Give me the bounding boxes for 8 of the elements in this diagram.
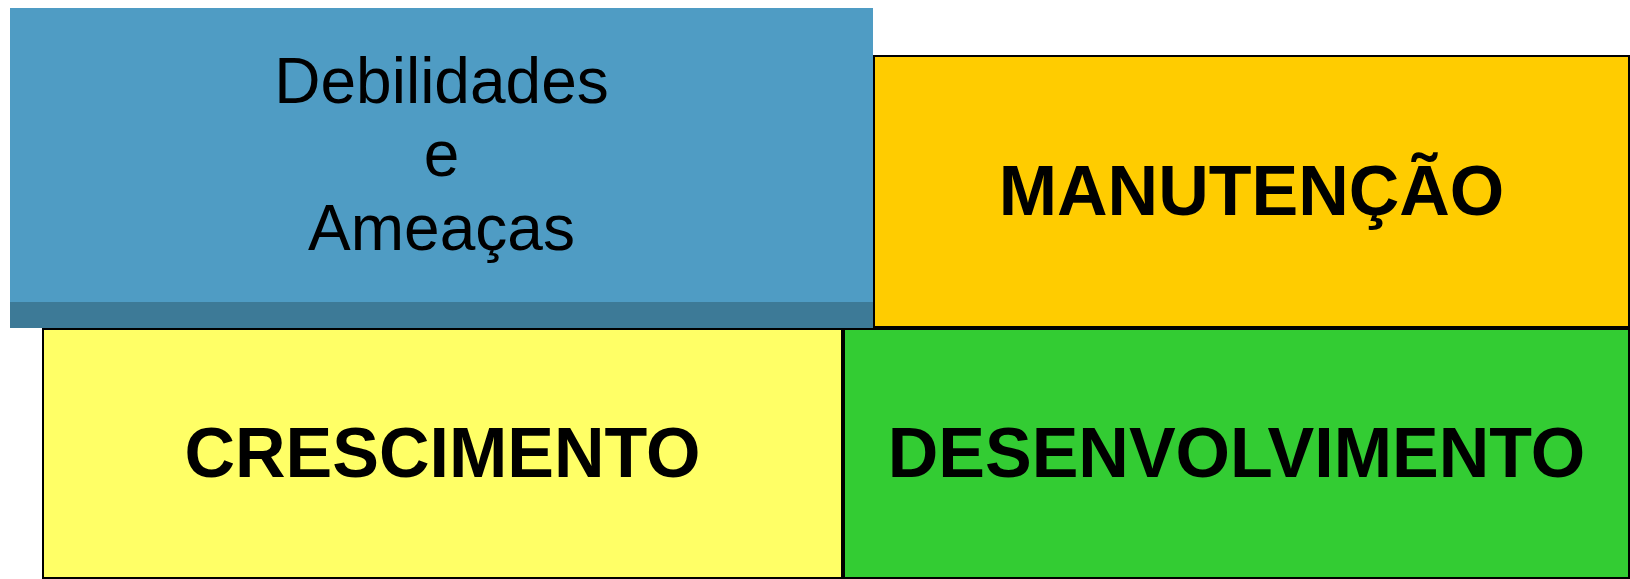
box-label: DESENVOLVIMENTO [887,413,1586,494]
quadrant-box [843,328,1630,579]
quadrant-box [873,55,1630,328]
box-label: CRESCIMENTO [184,413,701,494]
quadrant-box [42,328,843,579]
box-label: Debilidades e Ameaças [273,44,610,266]
box-label: MANUTENÇÃO [998,151,1505,232]
beveled-box [10,8,873,328]
